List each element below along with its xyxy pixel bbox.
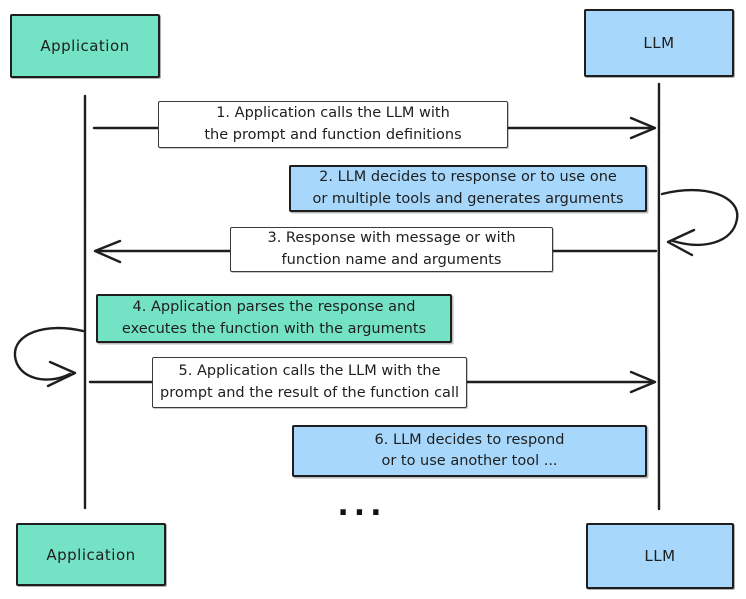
actor-llm-bottom-label: LLM xyxy=(644,547,676,565)
arrow-step5-head-icon xyxy=(629,370,657,394)
actor-llm-bottom: LLM xyxy=(586,523,734,589)
actor-llm-top: LLM xyxy=(584,9,734,77)
message-step4: 4. Application parses the response and e… xyxy=(96,294,452,343)
application-lifeline xyxy=(83,94,87,510)
message-step6-text: 6. LLM decides to respond or to use anot… xyxy=(374,431,565,469)
llm-lifeline xyxy=(657,82,661,511)
arrow-step4-self-loop xyxy=(13,326,85,381)
message-step2-text: 2. LLM decides to response or to use one… xyxy=(312,169,624,207)
actor-application-bottom: Application xyxy=(16,523,166,586)
actor-application-bottom-label: Application xyxy=(46,545,136,564)
continuation-ellipsis: ... xyxy=(337,488,387,523)
message-step6: 6. LLM decides to respond or to use anot… xyxy=(292,425,647,477)
message-step5: 5. Application calls the LLM with the pr… xyxy=(152,357,467,408)
actor-application-top-label: Application xyxy=(40,37,130,55)
arrow-step2-self-loop xyxy=(660,188,739,246)
message-step3: 3. Response with message or with functio… xyxy=(230,227,553,272)
arrow-step3-head-icon xyxy=(93,239,122,264)
actor-application-top: Application xyxy=(10,14,160,78)
message-step1: 1. Application calls the LLM with the pr… xyxy=(158,101,508,148)
message-step3-text: 3. Response with message or with functio… xyxy=(267,230,516,268)
arrow-step2-head-icon xyxy=(666,228,696,257)
message-step2: 2. LLM decides to response or to use one… xyxy=(289,165,647,212)
arrow-step1-head-icon xyxy=(629,116,657,140)
arrow-step4-head-icon xyxy=(46,360,77,388)
message-step5-text: 5. Application calls the LLM with the pr… xyxy=(159,363,459,401)
message-step1-text: 1. Application calls the LLM with the pr… xyxy=(204,105,462,143)
message-step4-text: 4. Application parses the response and e… xyxy=(121,299,427,337)
actor-llm-top-label: LLM xyxy=(643,34,675,52)
